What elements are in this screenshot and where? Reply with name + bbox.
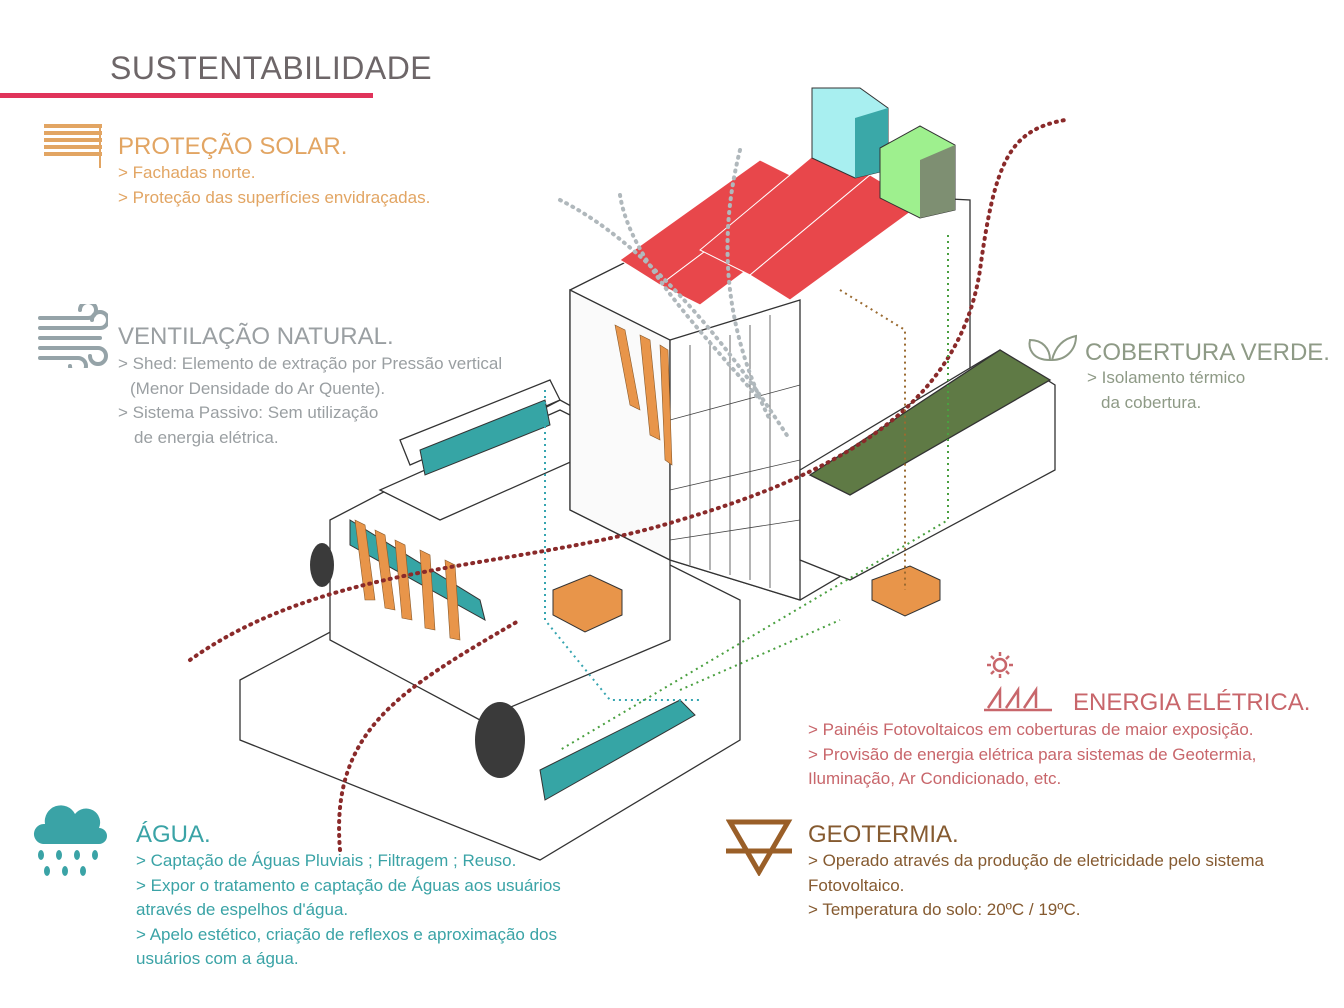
solar-line: > Proteção das superfícies envidraçadas. bbox=[118, 187, 431, 207]
ventilation-heading: VENTILAÇÃO NATURAL. bbox=[118, 323, 394, 350]
geothermal-path bbox=[839, 289, 906, 590]
green-roof-text: > Isolamento térmico da cobertura. bbox=[1087, 366, 1245, 415]
rainwater-path bbox=[544, 390, 700, 701]
green-roof-line: da cobertura. bbox=[1101, 392, 1202, 412]
water-line: usuários com a água. bbox=[136, 949, 299, 968]
water-heading: ÁGUA. bbox=[136, 821, 211, 848]
water-mirror bbox=[539, 699, 696, 801]
solar-heading: PROTEÇÃO SOLAR. bbox=[118, 133, 348, 160]
ventilation-line: de energia elétrica. bbox=[134, 427, 279, 447]
green-roof-line: > Isolamento térmico bbox=[1087, 368, 1246, 387]
geothermal-units bbox=[552, 565, 941, 633]
tree bbox=[475, 702, 525, 778]
tree bbox=[310, 543, 334, 587]
energy-line: > Provisão de energia elétrica para sist… bbox=[808, 744, 1257, 764]
wind-flow-path bbox=[188, 118, 1067, 662]
solar-panel-sun-icon bbox=[984, 652, 1052, 712]
water-line: > Apelo estético, criação de reflexos e … bbox=[136, 924, 557, 944]
earth-triangle-icon bbox=[726, 819, 793, 876]
ventilation-text: > Shed: Elemento de extração por Pressão… bbox=[118, 352, 502, 450]
blinds-icon bbox=[44, 124, 102, 168]
title-underline bbox=[0, 93, 373, 98]
energy-heading: ENERGIA ELÉTRICA. bbox=[1073, 689, 1311, 716]
sun-shading-fins bbox=[354, 324, 673, 641]
geothermal-heading: GEOTERMIA. bbox=[808, 821, 959, 848]
solar-panels bbox=[619, 149, 921, 306]
ventilation-line: > Shed: Elemento de extração por Pressão… bbox=[118, 354, 503, 373]
energy-path bbox=[679, 619, 841, 691]
geothermal-line: > Operado através da produção de eletric… bbox=[808, 851, 1264, 870]
solar-text: > Fachadas norte. > Proteção das superfí… bbox=[118, 161, 430, 210]
page-title: SUSTENTABILIDADE bbox=[110, 50, 433, 86]
energy-text: > Painéis Fotovoltaicos em coberturas de… bbox=[808, 718, 1256, 792]
water-line: através de espelhos d'água. bbox=[136, 900, 349, 919]
geothermal-line: Fotovoltaico. bbox=[808, 875, 905, 895]
geothermal-text: > Operado através da produção de eletric… bbox=[808, 849, 1264, 923]
ventilation-line: (Menor Densidade do Ar Quente). bbox=[130, 378, 386, 398]
geothermal-line: > Temperatura do solo: 20ºC / 19ºC. bbox=[808, 900, 1081, 919]
green-roof bbox=[808, 349, 1052, 496]
water-line: > Expor o tratamento e captação de Águas… bbox=[136, 875, 561, 895]
hot-air-exhaust-path bbox=[558, 198, 792, 442]
water-line: > Captação de Águas Pluviais ; Filtragem… bbox=[136, 851, 517, 870]
solar-line: > Fachadas norte. bbox=[118, 163, 256, 182]
energy-line: > Painéis Fotovoltaicos em coberturas de… bbox=[808, 720, 1254, 739]
ventilation-line: > Sistema Passivo: Sem utilização bbox=[118, 403, 379, 422]
energy-line: Iluminação, Ar Condicionado, etc. bbox=[808, 769, 1062, 788]
wind-icon bbox=[38, 304, 108, 368]
water-text: > Captação de Águas Pluviais ; Filtragem… bbox=[136, 849, 561, 972]
rain-cloud-icon bbox=[33, 805, 108, 876]
leaves-icon bbox=[1028, 334, 1078, 362]
green-roof-heading: COBERTURA VERDE. bbox=[1085, 339, 1330, 366]
